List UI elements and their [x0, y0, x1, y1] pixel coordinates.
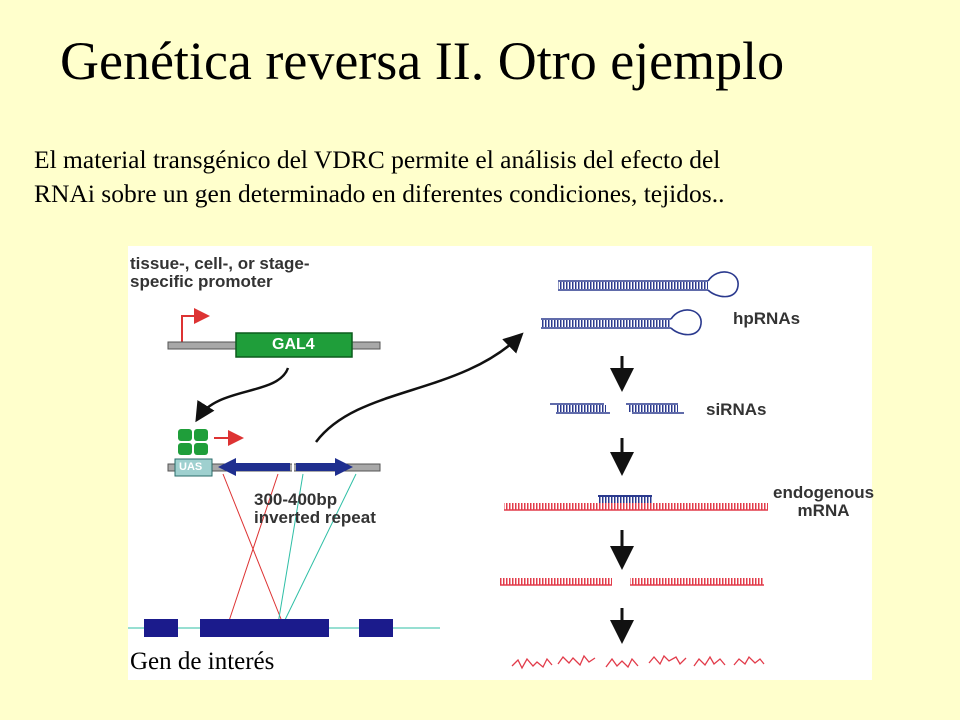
degraded-mrna-fragments	[511, 654, 765, 670]
body-line-1: El material transgénico del VDRC permite…	[34, 145, 721, 174]
gal4-to-uas-arrow-icon	[195, 367, 290, 423]
uas-construct	[167, 458, 381, 477]
exon-3	[200, 619, 329, 637]
promoter-arrow-icon	[181, 308, 210, 346]
sirnas-label: siRNAs	[706, 400, 767, 419]
gene-model	[128, 619, 440, 637]
slide-title: Genética reversa II. Otro ejemplo	[60, 31, 785, 91]
to-hprna-arrow-icon	[315, 332, 524, 443]
repeat-label-line-1: 300-400bp	[254, 490, 338, 509]
gal4-protein-icon	[178, 429, 208, 455]
rnai-diagram-graphics	[128, 271, 768, 670]
mrna-label-line-2: mRNA	[797, 501, 850, 520]
exon-4	[359, 619, 393, 637]
gene-of-interest-label: Gen de interés	[130, 648, 275, 675]
sirnas-graphic	[550, 403, 684, 414]
endogenous-mrna-label: endogenous mRNA	[773, 484, 874, 520]
uas-label: UAS	[179, 461, 203, 473]
hprna-1	[558, 271, 739, 298]
promoter-label-line-1: tissue-, cell-, or stage-	[130, 254, 310, 273]
cleaved-mrna	[500, 578, 764, 586]
mrna-label-line-1: endogenous	[773, 483, 875, 502]
gal4-box	[235, 332, 353, 358]
mapping-lines	[222, 473, 357, 625]
inverted-repeat-label: 300-400bp inverted repeat	[254, 491, 376, 527]
promoter-label: tissue-, cell-, or stage- specific promo…	[130, 255, 310, 291]
gal4-label: GAL4	[272, 336, 315, 353]
rnai-diagram: tissue-, cell-, or stage- specific promo…	[128, 246, 874, 680]
mrna-with-sirna	[504, 495, 768, 511]
exon-2	[144, 619, 178, 637]
body-line-2: RNAi sobre un gen determinado en diferen…	[34, 179, 725, 208]
inverted-repeat-right-arrow-icon	[296, 458, 353, 476]
repeat-label-line-2: inverted repeat	[254, 508, 376, 527]
hprnas-label: hpRNAs	[733, 309, 801, 328]
inverted-repeat-left-arrow-icon	[218, 458, 290, 476]
slide-body-text: El material transgénico del VDRC permite…	[34, 143, 934, 211]
gal4-construct	[167, 308, 381, 358]
promoter-label-line-2: specific promoter	[130, 272, 273, 291]
hprna-2	[541, 309, 702, 336]
